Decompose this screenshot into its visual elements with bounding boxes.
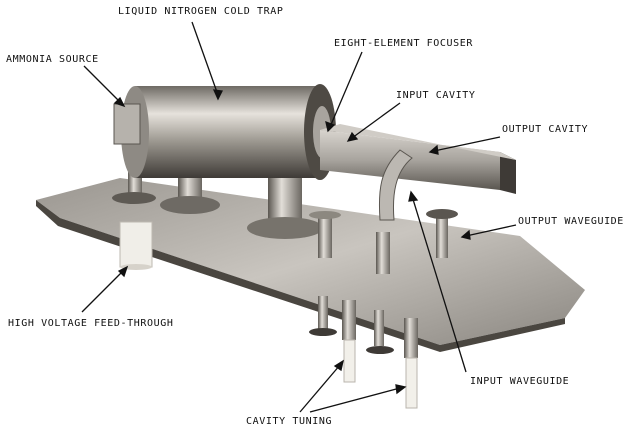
label-hv-feedthrough: HIGH VOLTAGE FEED-THROUGH <box>8 318 174 329</box>
label-cold-trap: LIQUID NITROGEN COLD TRAP <box>118 6 284 17</box>
support-posts <box>112 140 458 274</box>
label-input-cavity: INPUT CAVITY <box>396 90 476 101</box>
input-waveguide-bend <box>378 149 413 221</box>
label-focuser: EIGHT-ELEMENT FOCUSER <box>334 38 474 49</box>
label-output-cavity: OUTPUT CAVITY <box>502 124 589 135</box>
label-output-waveguide: OUTPUT WAVEGUIDE <box>518 216 624 227</box>
leader-lines <box>81 21 517 413</box>
base-plate <box>36 178 585 352</box>
label-cavity-tuning: CAVITY TUNING <box>246 416 333 427</box>
hv-feedthrough <box>119 221 153 270</box>
label-input-waveguide: INPUT WAVEGUIDE <box>470 376 570 387</box>
cold-trap-cylinder <box>121 84 336 180</box>
label-ammonia-source: AMMONIA SOURCE <box>6 54 99 65</box>
ammonia-source-block <box>113 103 141 145</box>
tuning-rod-right <box>366 310 418 409</box>
tuning-rod-left <box>309 296 356 383</box>
